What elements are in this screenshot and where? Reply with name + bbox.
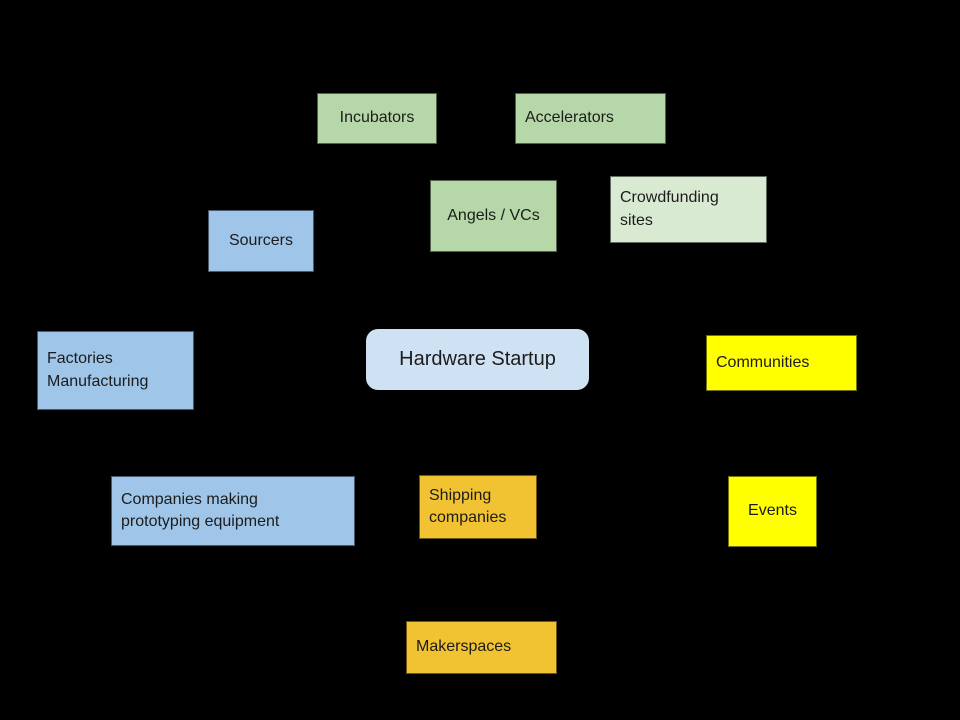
- node-label: Sourcers: [228, 231, 294, 249]
- node-label: Hardware Startup: [399, 347, 556, 370]
- node-label: Angels / VCs: [447, 206, 540, 224]
- node-label: Makerspaces: [416, 638, 512, 656]
- node-hardware-startup[interactable]: Hardware Startup: [366, 329, 589, 390]
- node-accelerators[interactable]: Accelerators: [515, 93, 666, 144]
- node-shipping-companies[interactable]: Shipping companies: [419, 475, 537, 539]
- node-sourcers[interactable]: Sourcers: [208, 210, 314, 272]
- node-label: Events: [748, 502, 797, 520]
- node-companies-prototyping[interactable]: Companies making prototyping equipment: [111, 476, 355, 546]
- node-incubators[interactable]: Incubators: [317, 93, 437, 144]
- node-events[interactable]: Events: [728, 476, 817, 547]
- node-label: Crowdfunding sites: [620, 189, 719, 229]
- node-makerspaces[interactable]: Makerspaces: [406, 621, 557, 674]
- node-label: Communities: [716, 353, 810, 371]
- node-label: Factories Manufacturing: [47, 350, 149, 390]
- node-crowdfunding-sites[interactable]: Crowdfunding sites: [610, 176, 767, 243]
- node-label: Accelerators: [525, 109, 614, 127]
- node-label: Shipping companies: [429, 486, 507, 526]
- node-factories-manufacturing[interactable]: Factories Manufacturing: [37, 331, 194, 410]
- node-communities[interactable]: Communities: [706, 335, 857, 391]
- node-label: Incubators: [339, 109, 415, 127]
- node-angels-vcs[interactable]: Angels / VCs: [430, 180, 557, 252]
- node-label: Companies making prototyping equipment: [121, 490, 280, 530]
